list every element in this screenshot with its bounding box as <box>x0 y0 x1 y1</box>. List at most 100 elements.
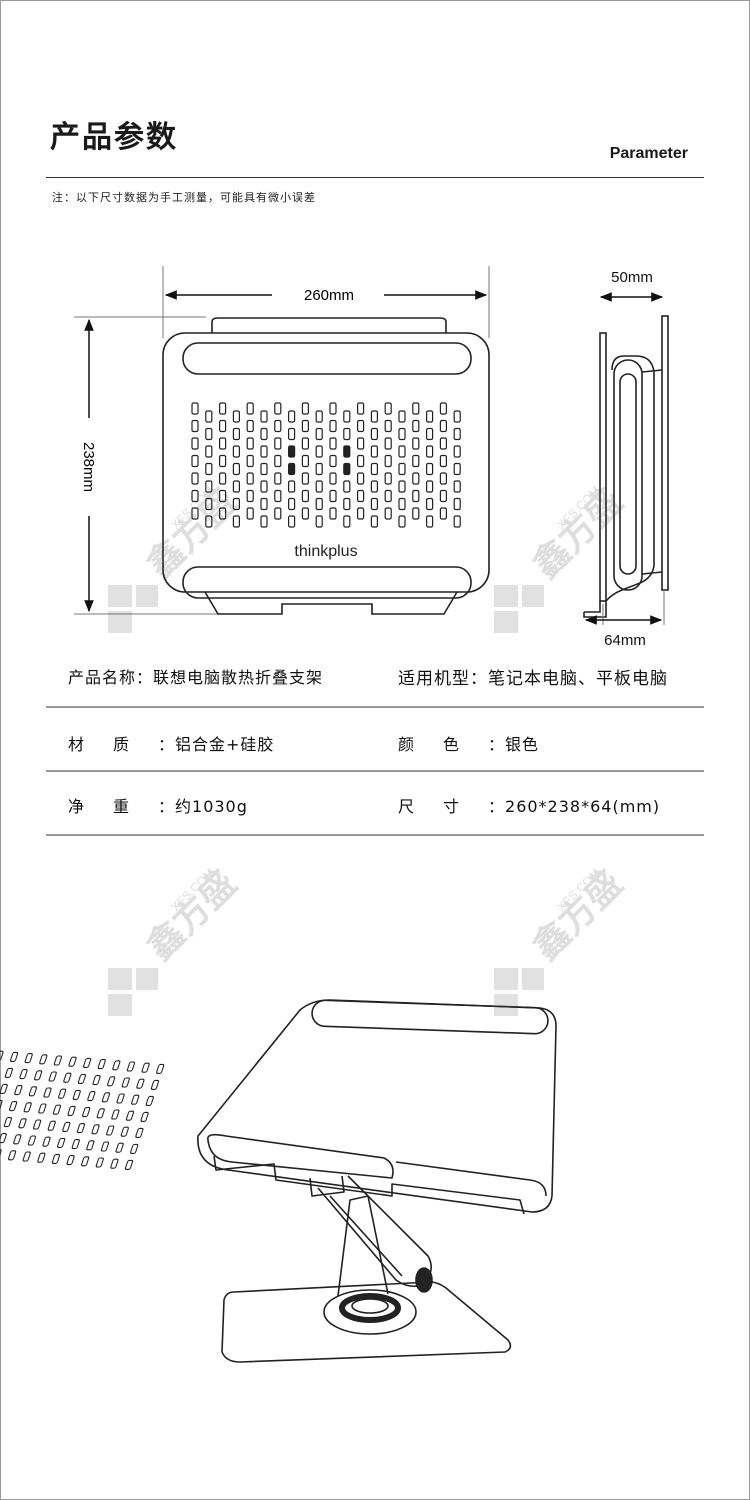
spec-compatible-models: 适用机型：笔记本电脑、平板电脑 <box>398 664 668 689</box>
vent-hole <box>301 489 309 503</box>
vent-hole <box>24 1053 33 1064</box>
vent-hole <box>125 1110 135 1121</box>
vent-hole <box>260 410 268 423</box>
vent-hole <box>219 507 227 520</box>
vent-hole <box>343 462 351 476</box>
spec-material-key: 材质 <box>68 735 159 754</box>
vent-hole <box>398 410 406 423</box>
vent-hole <box>37 1152 46 1163</box>
vent-hole <box>191 437 199 450</box>
vent-hole <box>53 1055 63 1066</box>
vent-hole <box>370 427 378 441</box>
vent-hole <box>357 472 365 485</box>
vent-hole <box>288 497 296 511</box>
vent-hole <box>370 410 378 423</box>
spec-size: 尺寸：260*238*64(mm) <box>398 793 660 817</box>
vent-hole <box>260 462 268 476</box>
vent-hole <box>124 1159 134 1170</box>
vent-hole <box>205 410 213 423</box>
vent-hole <box>57 1137 66 1148</box>
vent-hole <box>384 402 392 415</box>
vent-hole <box>453 480 461 493</box>
vent-hole <box>126 1061 136 1072</box>
vent-hole <box>95 1157 104 1168</box>
vent-hole <box>219 402 227 415</box>
spec-models-value: 笔记本电脑、平板电脑 <box>488 669 668 689</box>
spec-product-name: 产品名称：联想电脑散热折叠支架 <box>68 664 323 688</box>
vent-hole <box>191 507 199 520</box>
vent-hole <box>343 497 351 511</box>
vent-hole <box>274 437 282 450</box>
vent-hole <box>246 489 254 503</box>
spec-models-label: 适用机型： <box>398 669 488 689</box>
vent-hole <box>260 515 268 528</box>
vent-hole <box>453 462 461 476</box>
vent-hole <box>426 462 434 476</box>
vent-hole <box>51 1153 61 1164</box>
vent-hole <box>301 472 309 485</box>
spec-color-value: ：银色 <box>488 735 540 754</box>
vent-hole <box>145 1095 154 1106</box>
vent-hole <box>232 515 240 528</box>
width-dimension: 260mm <box>162 266 490 338</box>
vent-hole <box>232 462 240 476</box>
vent-hole <box>274 472 282 485</box>
vent-hole <box>116 1093 125 1104</box>
vent-hole <box>315 410 323 423</box>
vent-hole <box>288 427 296 441</box>
vent-hole <box>150 1079 160 1090</box>
vent-hole <box>357 489 365 503</box>
width-label: 260mm <box>304 287 354 304</box>
vent-hole <box>33 1070 43 1081</box>
vent-hole <box>232 427 240 441</box>
vent-hole <box>23 1102 32 1113</box>
vent-hole <box>288 462 296 476</box>
vent-hole <box>384 454 392 468</box>
vent-hole <box>357 402 365 415</box>
vent-hole <box>246 507 254 520</box>
vent-hole <box>357 507 365 520</box>
vent-hole <box>32 1119 42 1130</box>
vent-hole <box>439 454 447 468</box>
vent-hole <box>426 515 434 528</box>
vent-hole <box>112 1060 121 1071</box>
vent-hole <box>58 1088 67 1099</box>
vent-hole <box>101 1092 111 1103</box>
vent-hole <box>426 480 434 493</box>
vent-hole <box>343 480 351 493</box>
vent-hole <box>288 445 296 458</box>
vent-hole <box>398 427 406 441</box>
vent-hole <box>121 1077 130 1088</box>
vent-hole <box>398 462 406 476</box>
vent-hole <box>426 497 434 511</box>
vent-hole <box>426 410 434 423</box>
vent-hole <box>72 1089 81 1100</box>
vent-hole <box>246 402 254 415</box>
vent-hole <box>315 427 323 441</box>
vent-hole <box>301 454 309 468</box>
vent-hole <box>288 480 296 493</box>
vent-hole <box>412 472 420 485</box>
depth-top-label: 50mm <box>611 269 653 286</box>
vent-hole <box>357 437 365 450</box>
vent-hole <box>439 507 447 520</box>
vent-hole <box>22 1151 31 1162</box>
height-dimension: 238mm <box>74 316 230 615</box>
spec-weight-value: ：约1030g <box>158 797 248 816</box>
vent-hole <box>426 445 434 458</box>
height-label: 238mm <box>80 442 97 492</box>
vent-hole <box>412 489 420 503</box>
vent-hole <box>67 1105 76 1116</box>
vent-hole <box>191 454 199 468</box>
vent-hole <box>260 427 268 441</box>
vent-hole <box>329 454 337 468</box>
vent-hole <box>191 489 199 503</box>
vent-hole <box>274 402 282 415</box>
vent-hole <box>232 445 240 458</box>
vent-hole <box>288 410 296 423</box>
vent-hole <box>398 497 406 511</box>
vent-hole <box>77 1073 87 1084</box>
vent-hole <box>329 402 337 415</box>
vent-hole <box>453 410 461 423</box>
spec-weight-key: 净重 <box>68 797 159 816</box>
